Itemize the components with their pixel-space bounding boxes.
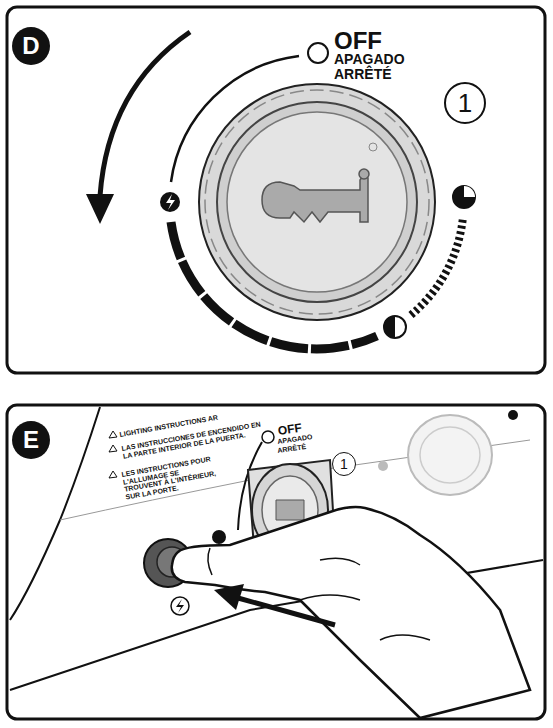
fingernail [208, 548, 212, 575]
knob-rim [199, 84, 435, 320]
lightning-bolt [166, 194, 175, 210]
low-fill [453, 186, 475, 208]
dot-mark [508, 410, 518, 420]
position-label: ARRÊTÉ [334, 67, 392, 82]
knuckle-lines [300, 558, 430, 640]
half-fill [384, 316, 395, 338]
callout-circle: 1 [444, 82, 486, 124]
key-slot [262, 174, 368, 222]
hand [172, 507, 530, 718]
logo-mark [369, 143, 377, 151]
key-slot [276, 500, 304, 520]
ignite-mark [160, 192, 180, 212]
faded-knob [408, 415, 492, 495]
arrow-head [86, 194, 114, 224]
step-letter: D [22, 34, 39, 58]
faded-mark [378, 461, 388, 471]
off-mark [262, 431, 274, 443]
callout-number: 1 [340, 457, 348, 471]
step-badge: D [12, 27, 50, 65]
position-label: OFF [334, 28, 382, 54]
knob-grip [205, 90, 429, 314]
lightning-bolt [176, 599, 184, 613]
ignite-mark [212, 530, 226, 544]
callout-number: 1 [458, 90, 472, 116]
housing-edge [10, 407, 100, 620]
push-arrow [238, 598, 335, 625]
medium-mark [384, 316, 406, 338]
callout-circle: 1 [332, 452, 356, 476]
faded-knob-inner [420, 427, 480, 483]
position-label: APAGADO [334, 52, 405, 67]
quarter [464, 186, 475, 197]
warning-icons [109, 431, 117, 478]
low-mark [453, 186, 475, 208]
off-mark [308, 43, 328, 63]
rotation-arrow [100, 32, 190, 196]
ignite-icon [171, 597, 189, 615]
panel-frame [7, 405, 545, 719]
panel-frame [7, 7, 545, 373]
knob-face [227, 112, 407, 292]
key-slot-end [359, 169, 369, 179]
arrow-head [214, 584, 244, 610]
step-badge: E [12, 421, 50, 459]
knob-body [217, 102, 417, 302]
step-letter: E [23, 428, 39, 452]
